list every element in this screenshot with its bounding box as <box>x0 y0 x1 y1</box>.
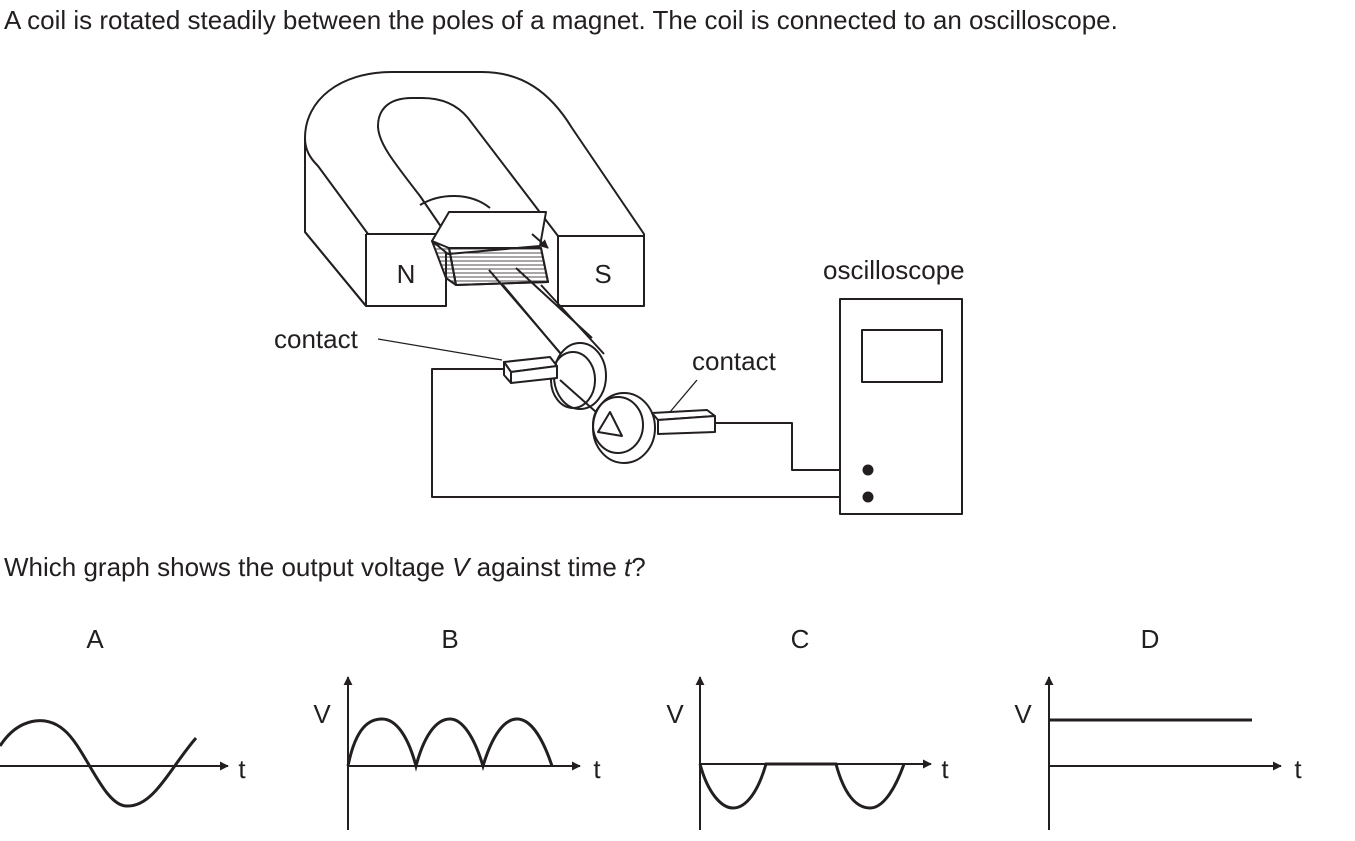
option-b-letter: B <box>441 624 458 654</box>
option-a[interactable]: A t <box>0 624 246 808</box>
brush-right <box>651 409 716 435</box>
option-b-waveform <box>346 717 554 772</box>
prompt-variable-v: V <box>452 552 470 582</box>
slip-rings <box>550 342 656 464</box>
option-b[interactable]: B V t <box>313 624 601 830</box>
option-b-v-label: V <box>313 699 331 729</box>
horseshoe-magnet <box>304 71 645 307</box>
prompt-end: ? <box>631 552 646 582</box>
option-c-t-label: t <box>941 754 949 784</box>
brush-left <box>503 356 558 384</box>
option-d-t-label: t <box>1294 754 1302 784</box>
option-c-letter: C <box>791 624 810 654</box>
prompt-variable-t: t <box>624 552 632 582</box>
option-d-v-label: V <box>1014 699 1032 729</box>
option-d[interactable]: D V t <box>1014 624 1302 830</box>
oscilloscope <box>839 298 963 515</box>
north-pole-label: N <box>397 259 416 289</box>
question-intro: A coil is rotated steadily between the p… <box>4 5 1118 35</box>
oscilloscope-label: oscilloscope <box>823 255 965 285</box>
option-a-letter: A <box>86 624 104 654</box>
prompt-mid: against time <box>469 552 625 582</box>
prompt-start: Which graph shows the output voltage <box>4 552 453 582</box>
question-prompt: Which graph shows the output voltage V a… <box>4 552 646 583</box>
option-a-waveform <box>0 719 198 808</box>
option-a-t-label: t <box>238 754 246 784</box>
south-pole-label: S <box>594 259 611 289</box>
option-d-letter: D <box>1141 624 1160 654</box>
contact-label-left: contact <box>274 324 359 354</box>
generator-diagram <box>304 71 963 515</box>
option-c-waveform <box>698 762 906 810</box>
coil <box>431 211 549 286</box>
option-b-t-label: t <box>593 754 601 784</box>
option-c-v-label: V <box>666 699 684 729</box>
option-c[interactable]: C V t <box>666 624 949 830</box>
contact-label-right: contact <box>692 346 777 376</box>
